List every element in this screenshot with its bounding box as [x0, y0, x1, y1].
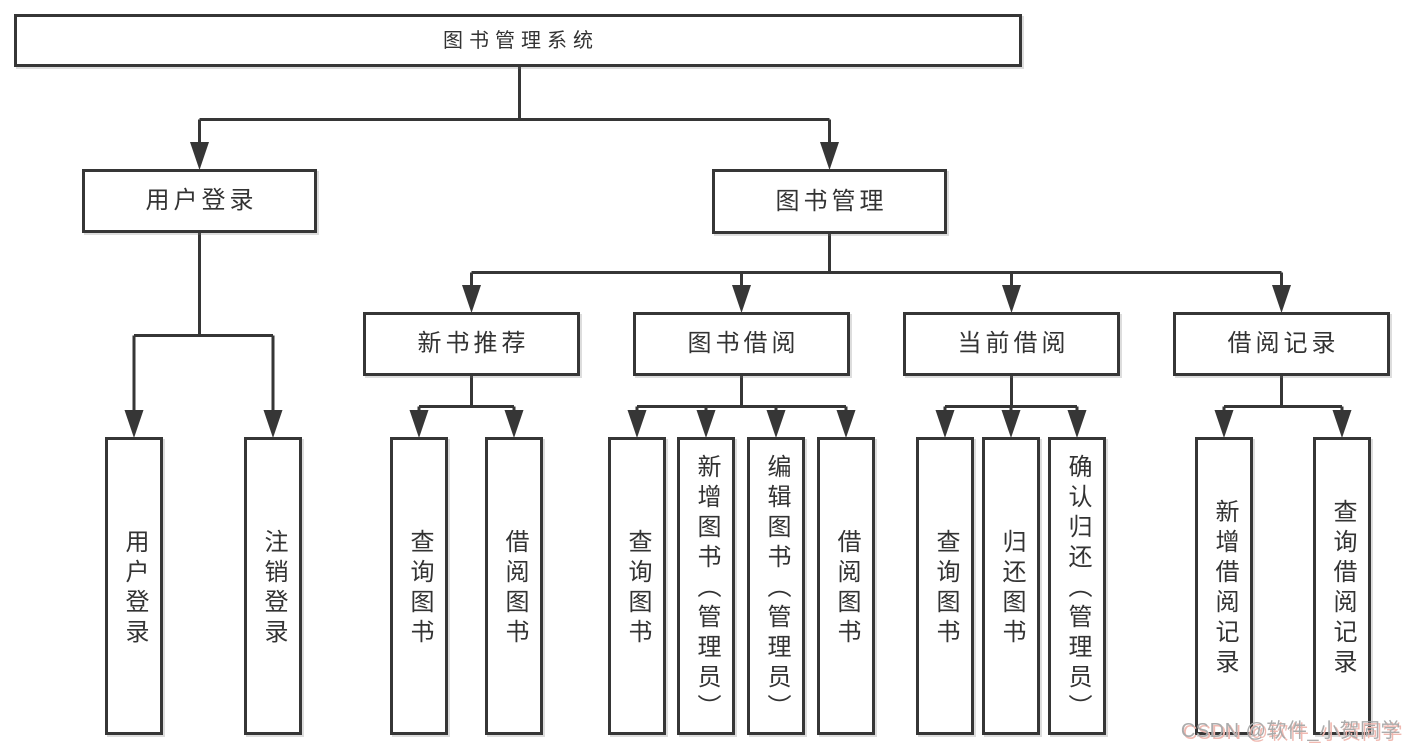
arrowhead — [1001, 410, 1021, 438]
arrowhead — [1214, 410, 1234, 438]
node-br-add-borrow-record: 新增借阅记录 — [1195, 437, 1253, 735]
arrowhead — [124, 410, 144, 438]
node-bb-query-books: 查询图书 — [608, 437, 666, 735]
connector-path — [132, 66, 1344, 412]
node-cb-return-books: 归还图书 — [982, 437, 1040, 735]
node-br-query-borrow-record: 查询借阅记录 — [1313, 437, 1371, 735]
arrowhead — [504, 410, 524, 438]
arrowheads — [124, 142, 1352, 438]
node-nb-query-books: 查询图书 — [390, 437, 448, 735]
node-bb-edit-books-admin: 编辑图书（管理员） — [747, 437, 805, 735]
node-new-book-recommend: 新书推荐 — [363, 312, 580, 376]
node-borrow-records: 借阅记录 — [1173, 312, 1390, 376]
arrowhead — [263, 410, 283, 438]
arrowhead — [190, 142, 209, 170]
arrowhead — [1067, 410, 1087, 438]
arrowhead — [1002, 285, 1021, 313]
node-logout-leaf: 注销登录 — [244, 437, 302, 735]
arrowhead — [696, 410, 716, 438]
node-cb-confirm-return-admin: 确认归还（管理员） — [1048, 437, 1106, 735]
arrowhead — [409, 410, 429, 438]
node-nb-borrow-books: 借阅图书 — [485, 437, 543, 735]
arrowhead — [1332, 410, 1352, 438]
arrowhead — [462, 285, 481, 313]
arrowhead — [766, 410, 786, 438]
arrowhead — [820, 142, 839, 170]
node-bb-add-books-admin: 新增图书（管理员） — [677, 437, 735, 735]
node-user-login: 用户登录 — [82, 169, 317, 233]
arrowhead — [732, 285, 751, 313]
node-user-login-leaf: 用户登录 — [105, 437, 163, 735]
node-root: 图书管理系统 — [14, 14, 1022, 67]
node-book-management: 图书管理 — [712, 169, 947, 234]
arrowhead — [836, 410, 856, 438]
node-bb-borrow-books: 借阅图书 — [817, 437, 875, 735]
node-current-borrow: 当前借阅 — [903, 312, 1120, 376]
watermark: CSDN @软件_小贺同学 — [1180, 720, 1401, 742]
arrowhead — [627, 410, 647, 438]
node-book-borrow: 图书借阅 — [633, 312, 850, 376]
node-cb-query-books: 查询图书 — [916, 437, 974, 735]
arrowhead — [1272, 285, 1291, 313]
arrowhead — [935, 410, 955, 438]
